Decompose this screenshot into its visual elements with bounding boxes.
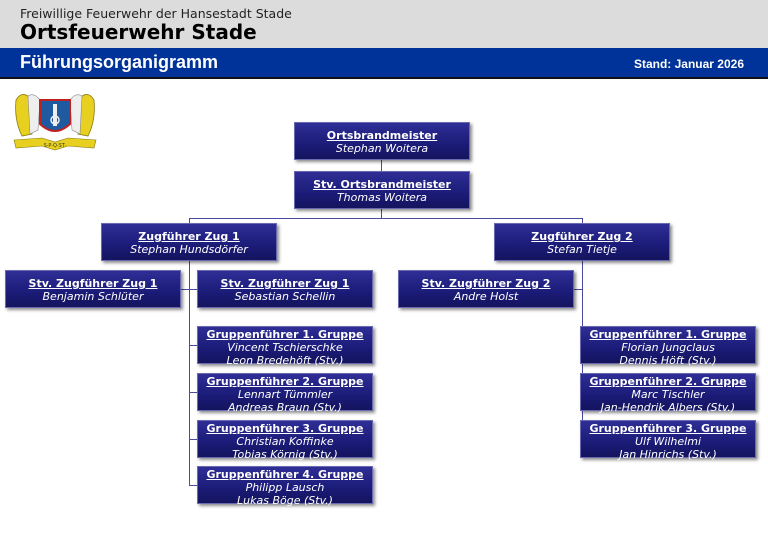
box-zugfuehrer-zug2: Zugführer Zug 2 Stefan Tietje — [494, 223, 670, 261]
person-name: Marc Tischler — [631, 388, 705, 401]
connector-line — [189, 345, 197, 346]
person-name: Florian Jungclaus — [621, 341, 715, 354]
date-label: Stand: Januar 2026 — [633, 57, 744, 71]
person-name: Stephan Hundsdörfer — [130, 243, 248, 256]
deputy-name: Dennis Höft (Stv.) — [619, 354, 717, 367]
role-title: Gruppenführer 1. Gruppe — [206, 328, 364, 341]
person-name: Philipp Lausch — [245, 481, 325, 494]
role-title: Zugführer Zug 2 — [531, 230, 633, 243]
box-stv-ortsbrandmeister: Stv. Ortsbrandmeister Thomas Woitera — [294, 171, 470, 209]
box-zugfuehrer-zug1: Zugführer Zug 1 Stephan Hundsdörfer — [101, 223, 277, 261]
box-zug1-gruppe-3: Gruppenführer 3. Gruppe Christian Koffin… — [197, 420, 373, 461]
connector-line — [189, 218, 190, 485]
deputy-name: Tobias Körnig (Stv.) — [232, 448, 338, 461]
connector-line — [189, 485, 197, 486]
role-title: Gruppenführer 3. Gruppe — [589, 422, 747, 435]
person-name: Sebastian Schellin — [234, 290, 336, 303]
page-title: Ortsfeuerwehr Stade — [20, 20, 257, 44]
role-title: Zugführer Zug 1 — [138, 230, 240, 243]
person-name: Lennart Tümmler — [237, 388, 333, 401]
connector-line — [189, 218, 583, 219]
organization-name: Freiwillige Feuerwehr der Hansestadt Sta… — [20, 6, 292, 21]
box-stv-zug2: Stv. Zugführer Zug 2 Andre Holst — [398, 270, 574, 308]
role-title: Gruppenführer 2. Gruppe — [206, 375, 364, 388]
person-name: Stephan Woitera — [335, 142, 429, 155]
connector-line — [189, 439, 197, 440]
box-zug1-gruppe-2: Gruppenführer 2. Gruppe Lennart Tümmler … — [197, 373, 373, 414]
box-zug2-gruppe-3: Gruppenführer 3. Gruppe Ulf Wilhelmi Jan… — [580, 420, 756, 461]
box-zug2-gruppe-1: Gruppenführer 1. Gruppe Florian Jungclau… — [580, 326, 756, 367]
box-zug1-gruppe-1: Gruppenführer 1. Gruppe Vincent Tschiers… — [197, 326, 373, 367]
deputy-name: Jan Hinrichs (Stv.) — [619, 448, 717, 461]
role-title: Gruppenführer 3. Gruppe — [206, 422, 364, 435]
box-ortsbrandmeister: Ortsbrandmeister Stephan Woitera — [294, 122, 470, 160]
deputy-name: Andreas Braun (Stv.) — [228, 401, 342, 414]
box-zug1-gruppe-4: Gruppenführer 4. Gruppe Philipp Lausch L… — [197, 466, 373, 507]
person-name: Christian Koffinke — [236, 435, 334, 448]
deputy-name: Jan-Hendrik Albers (Stv.) — [600, 401, 736, 414]
role-title: Gruppenführer 2. Gruppe — [589, 375, 747, 388]
role-title: Ortsbrandmeister — [326, 129, 438, 142]
deputy-name: Leon Bredehöft (Stv.) — [226, 354, 344, 367]
role-title: Stv. Zugführer Zug 1 — [220, 277, 350, 290]
role-title: Stv. Zugführer Zug 1 — [28, 277, 158, 290]
person-name: Andre Holst — [453, 290, 519, 303]
box-stv-zug1-b: Stv. Zugführer Zug 1 Sebastian Schellin — [197, 270, 373, 308]
connector-line — [181, 289, 197, 290]
role-title: Stv. Ortsbrandmeister — [313, 178, 451, 191]
box-stv-zug1-a: Stv. Zugführer Zug 1 Benjamin Schlüter — [5, 270, 181, 308]
role-title: Gruppenführer 1. Gruppe — [589, 328, 747, 341]
role-title: Gruppenführer 4. Gruppe — [206, 468, 364, 481]
logo-text: S·P·Q·ST· — [44, 143, 67, 149]
person-name: Vincent Tschierschke — [227, 341, 343, 354]
connector-line — [574, 289, 583, 290]
person-name: Stefan Tietje — [547, 243, 617, 256]
person-name: Thomas Woitera — [336, 191, 428, 204]
person-name: Benjamin Schlüter — [42, 290, 144, 303]
banner: Führungsorganigramm Stand: Januar 2026 — [0, 48, 768, 79]
box-zug2-gruppe-2: Gruppenführer 2. Gruppe Marc Tischler Ja… — [580, 373, 756, 414]
person-name: Ulf Wilhelmi — [634, 435, 702, 448]
connector-line — [189, 392, 197, 393]
stade-coat-of-arms-icon: S·P·Q·ST· — [13, 94, 97, 151]
role-title: Stv. Zugführer Zug 2 — [421, 277, 551, 290]
banner-title: Führungsorganigramm — [20, 52, 219, 72]
connector-line — [582, 218, 583, 433]
header: Freiwillige Feuerwehr der Hansestadt Sta… — [0, 0, 768, 48]
deputy-name: Lukas Böge (Stv.) — [237, 494, 333, 507]
